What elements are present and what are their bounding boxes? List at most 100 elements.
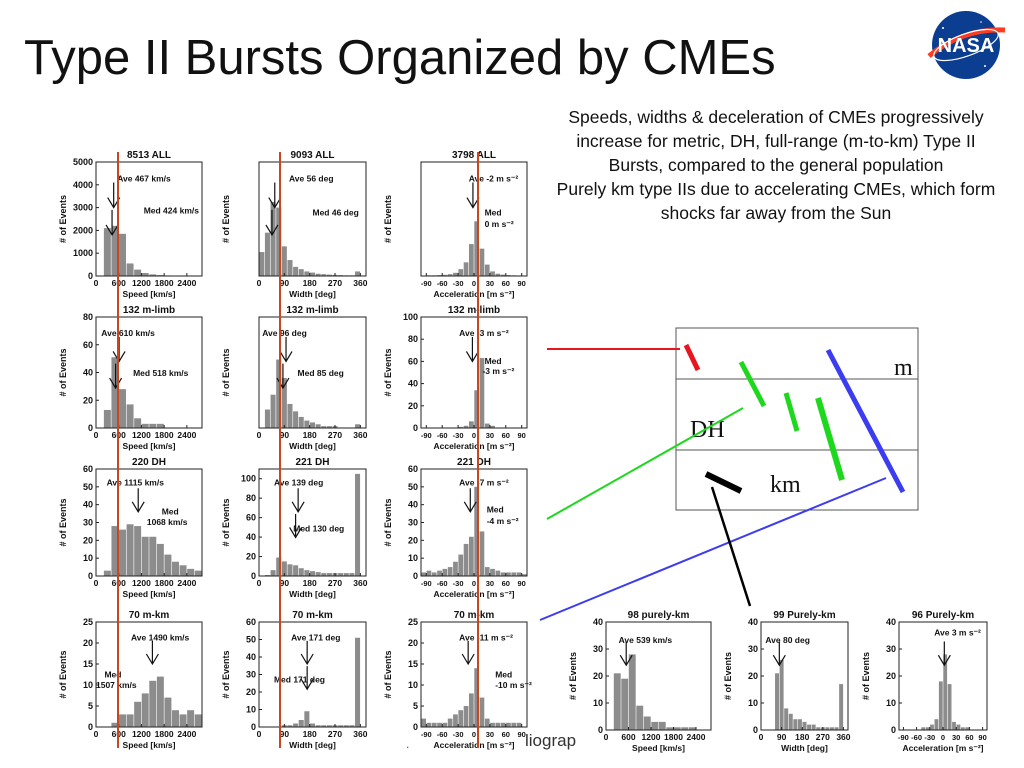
histogram-bar — [474, 221, 479, 276]
histogram-bar — [474, 486, 479, 576]
histogram-bar — [426, 722, 432, 727]
annotation-label: Ave 56 deg — [289, 173, 334, 183]
annotation-arrowhead — [937, 654, 951, 667]
annotation-label: Ave 139 deg — [274, 478, 323, 488]
dh-shock-segment-1 — [738, 360, 767, 408]
y-axis-label: # of Events — [383, 650, 393, 698]
plot-title: 70 m-km — [129, 610, 170, 621]
y-tick-label: 30 — [593, 644, 603, 654]
histogram-bar — [474, 390, 479, 428]
y-tick-label: 0 — [413, 722, 418, 732]
histogram-bar — [287, 260, 293, 276]
full-range-connector-line — [539, 477, 887, 621]
histogram-bar — [479, 248, 485, 276]
histogram-bar — [304, 570, 310, 576]
histogram-bar — [825, 727, 830, 730]
y-axis-label: # of Events — [383, 348, 393, 396]
y-axis-label: # of Events — [723, 652, 733, 700]
histogram-bar — [784, 708, 789, 730]
annotation-label: Med — [495, 669, 512, 679]
y-axis-label: # of Events — [221, 650, 231, 698]
annotation-arrowhead — [105, 224, 119, 237]
annotation-label: Med — [485, 356, 502, 366]
histogram-bar — [829, 727, 834, 730]
histogram-bar — [259, 252, 265, 276]
plot-frame — [258, 316, 367, 429]
histogram-bar — [298, 269, 304, 276]
histogram-bar — [479, 358, 485, 428]
histogram-bar — [156, 676, 164, 727]
y-tick-label: 40 — [246, 652, 256, 662]
y-tick-label: 0 — [88, 271, 93, 281]
label-km: km — [770, 472, 801, 498]
annotation-label: Ave 467 km/s — [117, 173, 171, 183]
histogram-bar — [651, 721, 659, 730]
y-tick-label: 5 — [88, 701, 93, 711]
x-tick-label: -30 — [453, 730, 464, 739]
x-tick-label: 1200 — [132, 729, 151, 739]
histogram-bar — [315, 572, 321, 576]
y-tick-label: 40 — [408, 500, 418, 510]
histogram-bar — [194, 714, 202, 727]
histogram-bar — [156, 423, 164, 428]
y-tick-label: 20 — [83, 535, 93, 545]
histogram-bar — [943, 654, 948, 730]
histogram-bar — [293, 565, 299, 576]
histogram-bar — [264, 409, 270, 428]
x-tick-label: 180 — [795, 732, 809, 742]
histogram-bar — [179, 714, 187, 727]
histogram-bar — [673, 727, 681, 730]
x-axis-label: Speed [km/s] — [123, 589, 176, 599]
y-tick-label: 0 — [251, 571, 256, 581]
annotation-arrowhead — [289, 527, 303, 539]
histogram-bar — [298, 568, 304, 576]
histogram-bar — [309, 422, 316, 428]
annotation-label: Med — [104, 669, 121, 679]
histogram-bar — [516, 722, 522, 727]
y-tick-label: 10 — [748, 698, 758, 708]
y-tick-label: 60 — [408, 464, 418, 474]
y-tick-label: 3000 — [73, 203, 93, 213]
y-tick-label: 0 — [753, 725, 758, 735]
y-tick-label: 60 — [246, 617, 256, 627]
histogram-bar — [281, 561, 287, 576]
annotation-label: Med 130 deg — [293, 524, 344, 534]
x-tick-label: 600 — [621, 732, 635, 742]
annotation-label: Med — [162, 506, 179, 516]
plot-title: 98 purely-km — [628, 610, 690, 621]
y-tick-label: 100 — [403, 312, 418, 322]
histogram-bar — [321, 573, 327, 576]
histogram-bar — [442, 274, 448, 276]
x-tick-label: 0 — [257, 430, 262, 440]
histogram-bar — [463, 543, 469, 576]
y-axis-label: # of Events — [383, 498, 393, 546]
histogram-bar — [321, 274, 327, 276]
histogram-bar — [479, 531, 485, 576]
histogram-bar — [126, 263, 134, 276]
histogram-bar — [484, 718, 490, 727]
annotation-label: Med — [485, 208, 502, 218]
histogram-bar — [270, 394, 276, 428]
x-tick-label: 1800 — [155, 430, 174, 440]
histogram-bar — [666, 727, 674, 730]
x-tick-label: 0 — [604, 732, 609, 742]
histogram-bar — [156, 543, 164, 576]
histogram-bar — [816, 727, 821, 730]
x-tick-label: 0 — [94, 278, 99, 288]
annotation-label: Ave 539 km/s — [619, 635, 673, 645]
y-tick-label: 0 — [88, 571, 93, 581]
annotation-arrowhead — [300, 678, 314, 691]
histogram-bar — [264, 232, 270, 276]
annotation-arrowhead — [268, 197, 282, 209]
x-tick-label: 0 — [941, 733, 945, 742]
plot-frame — [95, 161, 203, 277]
histogram-bar — [172, 561, 179, 576]
histogram-bar — [315, 273, 321, 276]
histogram-bar — [304, 271, 310, 276]
histogram-bar — [921, 727, 926, 730]
histogram-bar — [141, 536, 149, 576]
x-tick-label: 60 — [502, 279, 510, 288]
y-tick-label: 60 — [408, 356, 418, 366]
annotation-arrowhead — [131, 501, 145, 513]
y-axis-label: # of Events — [58, 650, 68, 698]
